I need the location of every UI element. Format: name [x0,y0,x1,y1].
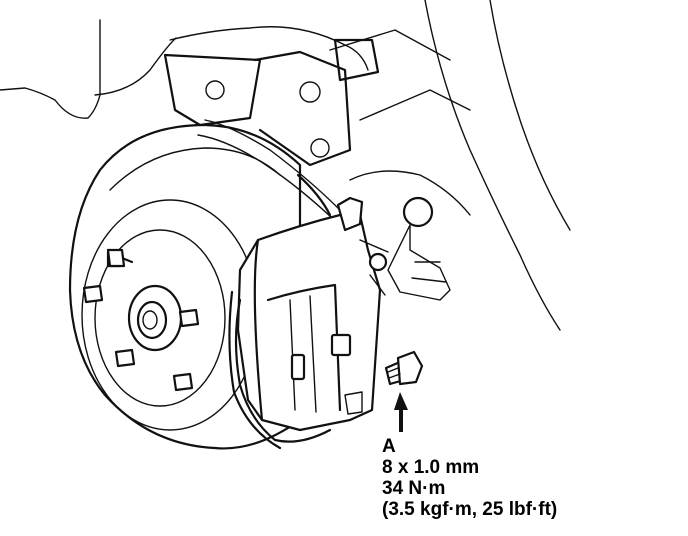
torque-callout: A 8 x 1.0 mm 34 N·m (3.5 kgf·m, 25 lbf·f… [382,436,557,520]
brake-caliper [228,173,389,450]
torque-value: 34 N·m [382,478,446,499]
mounting-bolt-a [384,350,424,386]
suspension-background [0,0,571,331]
torque-alternate-units: (3.5 kgf·m, 25 lbf·ft) [382,499,558,520]
bolt-size: 8 x 1.0 mm [382,457,480,478]
wheel-hub [82,248,200,392]
callout-arrow [394,392,408,432]
callout-letter: A [382,436,396,457]
